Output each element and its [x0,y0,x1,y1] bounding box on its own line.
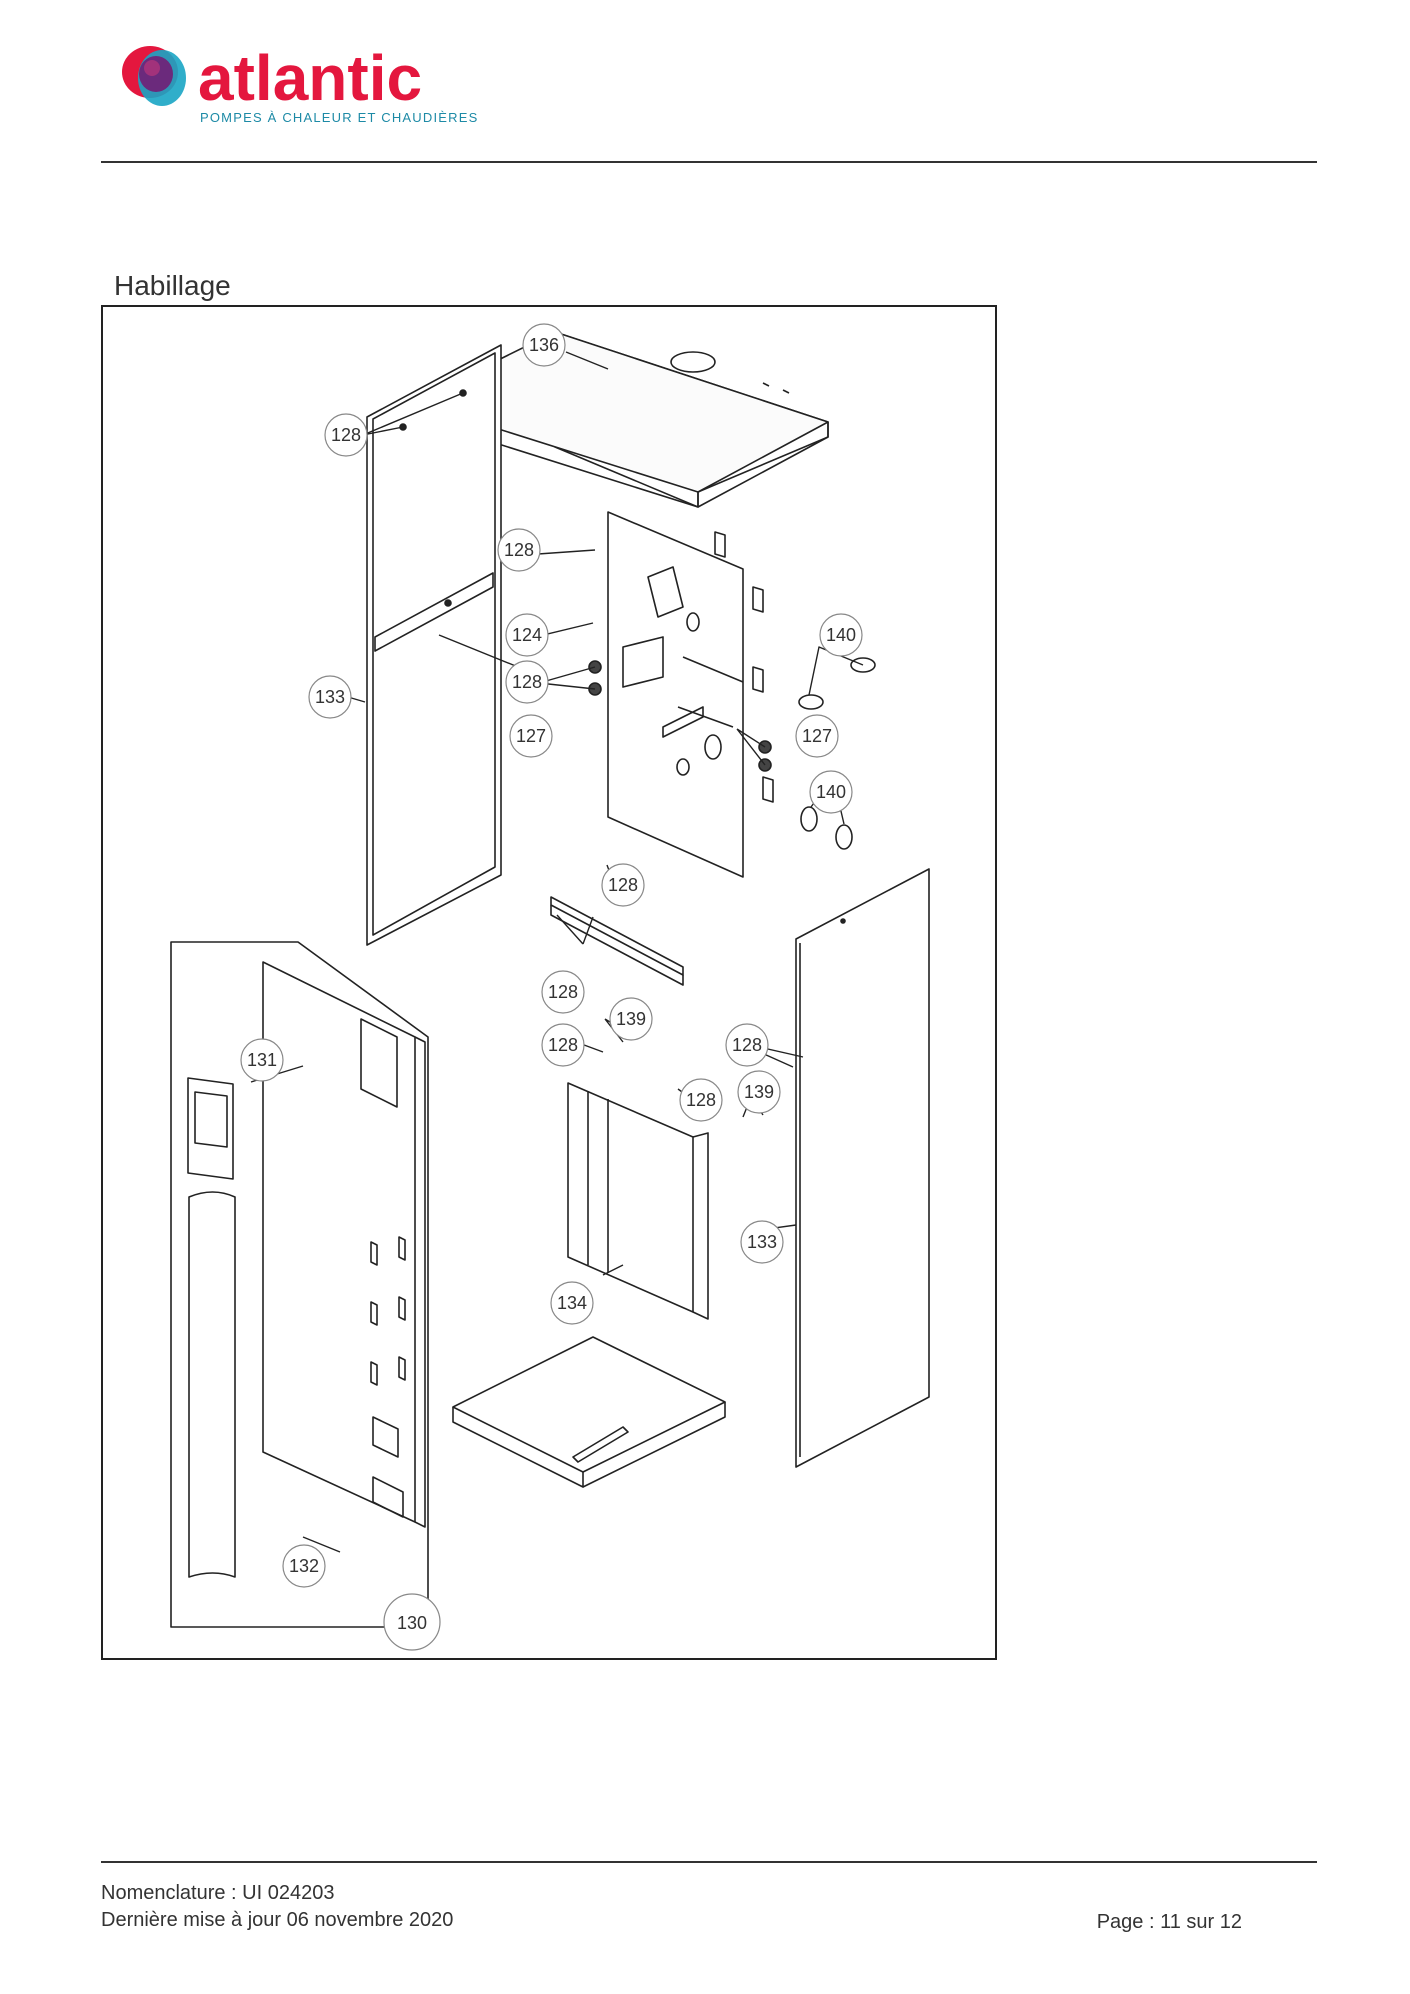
exploded-diagram: 136 128 128 124 140 133 128 127 127 140 … [170,323,930,1651]
brand-logo: atlantic POMPES À CHALEUR ET CHAUDIÈRES [112,38,492,130]
rear-panel-part [607,511,774,878]
cross-rail-part [550,896,684,986]
callout-130: 130 [397,1613,427,1633]
last-updated: Dernière mise à jour 06 novembre 2020 [101,1909,454,1931]
page-number: Page : 11 sur 12 [1096,1911,1242,1933]
nomenclature-ref: Nomenclature : UI 024203 [101,1882,335,1904]
grommet-parts [798,657,876,850]
section-title: Habillage [114,270,231,301]
callout-127: 127 [802,726,832,746]
control-display-part [187,1077,234,1180]
door-trim-part [188,1191,236,1578]
callout-124: 124 [512,625,542,645]
callout-circles [240,323,863,1651]
header-divider [101,161,1317,163]
front-panel-part [170,941,429,1628]
callout-128: 128 [512,672,542,692]
callout-128: 128 [732,1035,762,1055]
callout-139: 139 [616,1009,646,1029]
callout-136: 136 [529,335,559,355]
top-cover-part [412,331,829,508]
callout-128: 128 [548,982,578,1002]
callout-128: 128 [504,540,534,560]
callout-128: 128 [608,875,638,895]
callout-133: 133 [747,1232,777,1252]
brand-tagline: POMPES À CHALEUR ET CHAUDIÈRES [200,110,478,125]
internal-panel-part [567,1082,709,1320]
callout-127: 127 [516,726,546,746]
callout-134: 134 [557,1293,587,1313]
right-side-panel-part [795,868,930,1468]
callout-133: 133 [315,687,345,707]
callout-131: 131 [247,1050,277,1070]
callout-140: 140 [816,782,846,802]
footer-info: Nomenclature : UI 024203 Dernière mise à… [101,1880,453,1934]
callout-128: 128 [548,1035,578,1055]
left-side-panel-part [366,344,502,946]
callout-labels: 136 128 128 124 140 133 128 127 127 140 … [247,335,856,1633]
logo-drop-icon [122,46,186,106]
base-frame-part [452,1336,726,1488]
callout-128: 128 [686,1090,716,1110]
exploded-diagram-frame: 136 128 128 124 140 133 128 127 127 140 … [101,305,997,1660]
callout-128: 128 [331,425,361,445]
callout-140: 140 [826,625,856,645]
callout-139: 139 [744,1082,774,1102]
callout-132: 132 [289,1556,319,1576]
brand-name: atlantic [198,42,422,114]
footer-divider [101,1861,1317,1863]
